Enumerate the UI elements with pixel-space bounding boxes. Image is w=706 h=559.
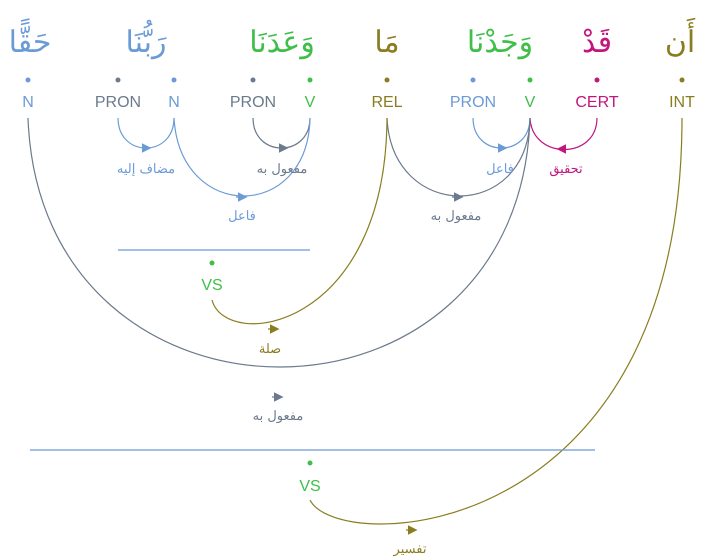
tag-n1: N: [168, 94, 180, 111]
dot-pron1: [470, 77, 476, 83]
word-rabbuna: رَبُّنَا: [125, 19, 166, 60]
dot-v2: [307, 77, 313, 83]
arc-mafool-2: [252, 117, 311, 149]
rel-mudaf: مضاف إليه: [117, 162, 175, 177]
rel-sila: صلة: [259, 342, 281, 357]
dot-n2: [25, 77, 31, 83]
rel-mafool-2: مفعول به: [257, 162, 308, 177]
arc-mafool-1: [386, 117, 531, 197]
tag-v2: V: [305, 94, 316, 111]
dot-pron3: [115, 77, 121, 83]
dot-vs-lower: [307, 460, 313, 466]
rel-tahqiq: تحقيق: [549, 162, 583, 177]
rel-fail-1: فاعل: [486, 162, 514, 177]
tag-pron3: PRON: [95, 94, 141, 111]
arc-fail-2: [173, 117, 311, 197]
rel-fail-2: فاعل: [228, 209, 256, 224]
tag-v1: V: [525, 94, 536, 111]
dot-vs-upper: [209, 260, 215, 266]
rel-mafool-1: مفعول به: [431, 209, 482, 224]
tag-pron2: PRON: [230, 94, 276, 111]
word-haqqan: حَقًّا: [9, 18, 52, 60]
word-waadana: وَعَدَنَا: [249, 25, 315, 60]
word-wajadna: وَجَدْنَا: [467, 25, 533, 60]
rel-mafool-3: مفعول به: [253, 409, 304, 424]
tag-vs-upper: VS: [201, 277, 222, 294]
arc-fail-1: [472, 117, 531, 149]
arc-mudaf: [117, 117, 175, 149]
dot-cert: [594, 77, 600, 83]
word-qad: قَدْ: [582, 25, 612, 60]
arc-tahqiq: [529, 117, 598, 150]
tag-cert: CERT: [575, 94, 618, 111]
arc-mafool-3: [27, 117, 531, 368]
arc-tafsir: [309, 117, 683, 525]
tag-rel: REL: [371, 94, 402, 111]
dot-n1: [171, 77, 177, 83]
word-ma: مَا: [374, 25, 399, 60]
tag-n2: N: [22, 94, 34, 111]
tag-int: INT: [669, 94, 695, 111]
arc-sila: [211, 117, 388, 325]
dot-rel: [384, 77, 390, 83]
dot-v1: [527, 77, 533, 83]
tag-pron1: PRON: [450, 94, 496, 111]
dot-pron2: [250, 77, 256, 83]
dot-int: [679, 77, 685, 83]
word-an: أَن: [665, 17, 696, 60]
tag-vs-lower: VS: [299, 478, 320, 495]
rel-tafsir: تفسير: [393, 542, 427, 557]
